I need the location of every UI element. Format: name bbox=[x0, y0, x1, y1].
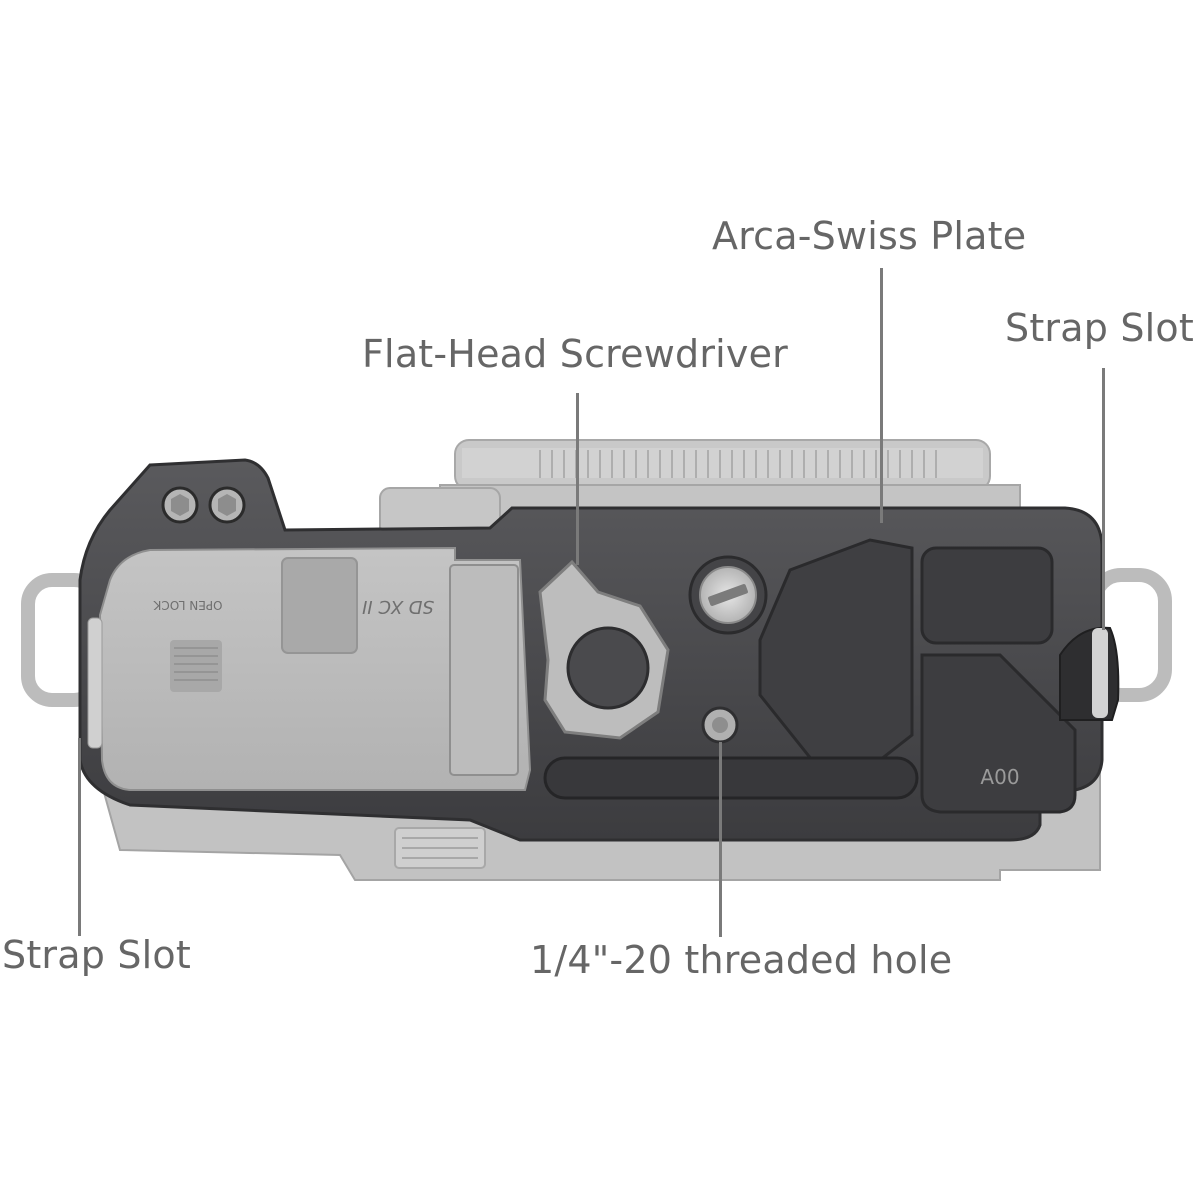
arca-dovetail-slot bbox=[543, 756, 919, 800]
right-strap-slot-latch bbox=[1059, 626, 1120, 721]
leader-threaded-hole bbox=[719, 742, 722, 937]
leader-arca-swiss-plate bbox=[880, 268, 883, 523]
mounting-screw bbox=[688, 555, 768, 635]
leader-strap-slot-right bbox=[1102, 368, 1105, 630]
label-threaded-hole: 1/4"-20 threaded hole bbox=[530, 938, 953, 982]
leader-flat-head-screwdriver bbox=[576, 393, 579, 565]
label-flat-head-screwdriver: Flat-Head Screwdriver bbox=[362, 332, 789, 376]
label-arca-swiss-plate: Arca-Swiss Plate bbox=[712, 214, 1027, 258]
bracket-screws bbox=[161, 486, 246, 524]
flat-head-screwdriver bbox=[538, 559, 670, 740]
camera-cage: OPEN LOCK SD XC II A00 bbox=[78, 458, 1120, 842]
model-code-engraving: A00 bbox=[980, 765, 1019, 789]
left-strap-slot bbox=[87, 617, 103, 749]
leader-strap-slot-left bbox=[78, 738, 81, 936]
lens-mount-knurling bbox=[539, 450, 937, 478]
label-strap-slot-left: Strap Slot bbox=[2, 933, 191, 977]
arca-swiss-plate: A00 bbox=[543, 538, 1077, 814]
battery-door: OPEN LOCK SD XC II bbox=[98, 546, 532, 791]
door-lock-engraving: OPEN LOCK bbox=[152, 598, 222, 612]
threaded-hole bbox=[701, 706, 739, 744]
label-strap-slot-right: Strap Slot bbox=[1005, 306, 1194, 350]
door-card-engraving: SD XC II bbox=[362, 596, 434, 617]
